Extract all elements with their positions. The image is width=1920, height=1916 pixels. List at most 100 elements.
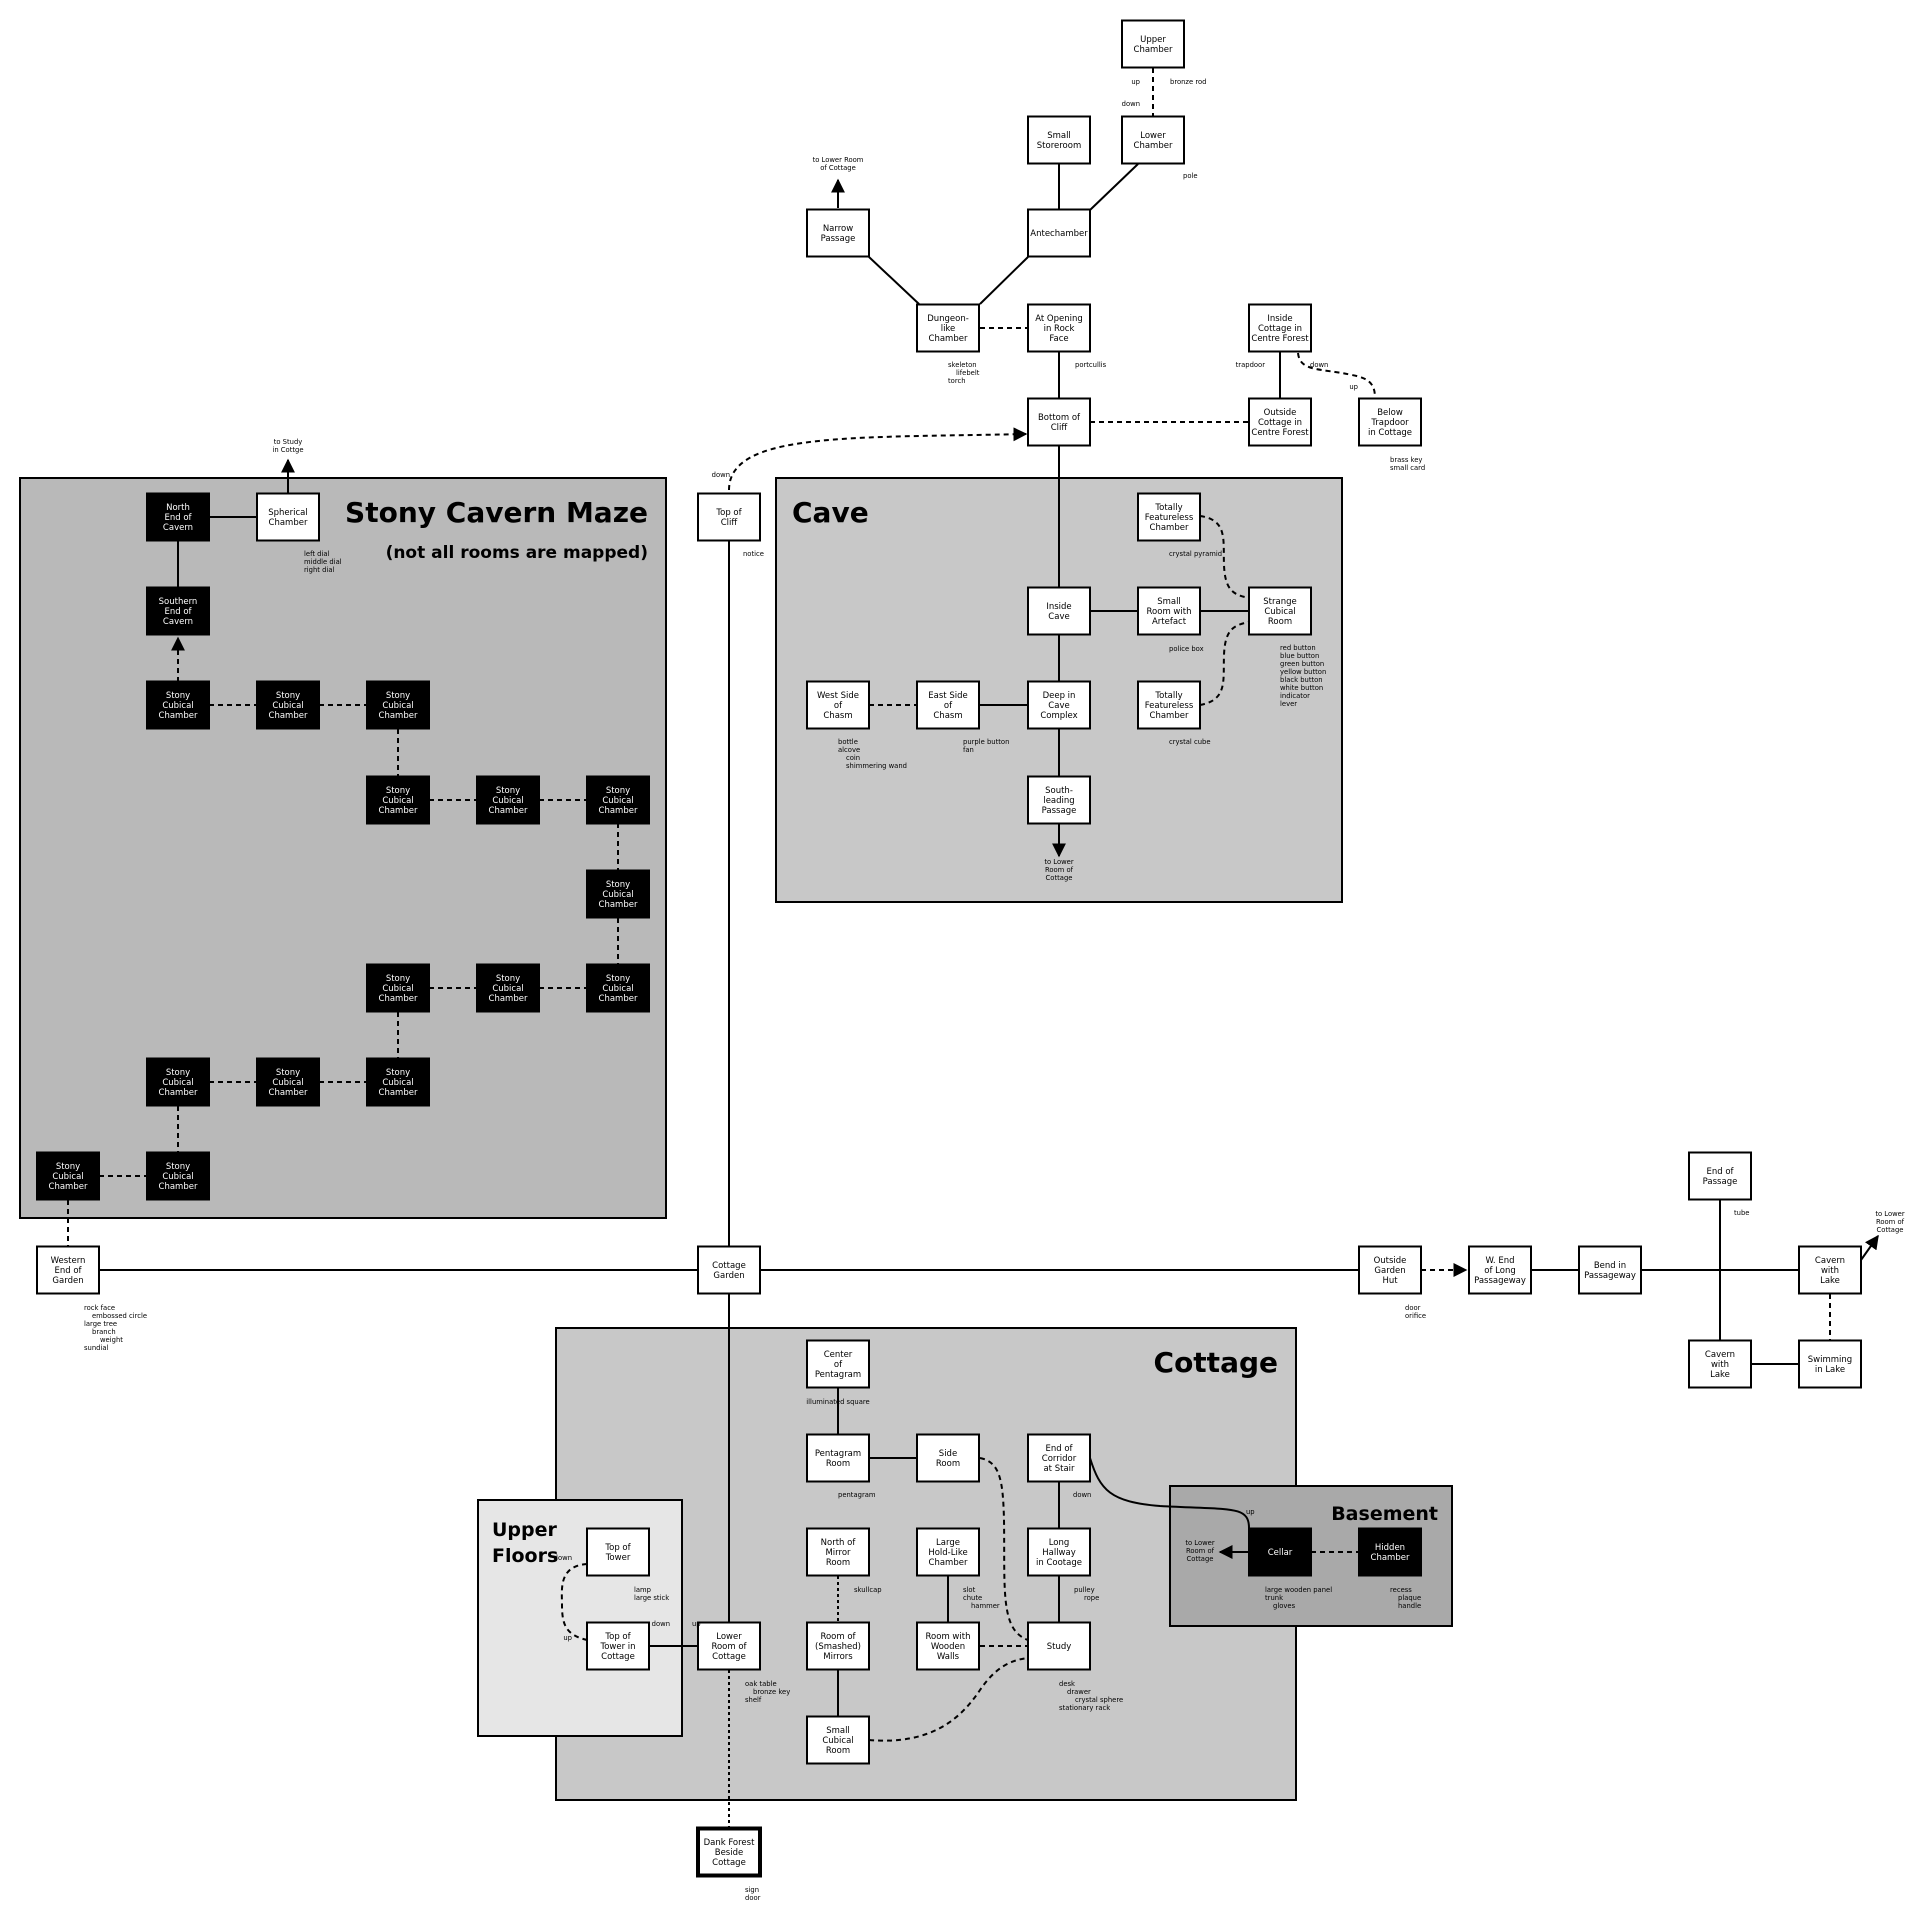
room-label: Chamber: [929, 334, 968, 344]
note-crystal-pyramid: crystal pyramid: [1169, 550, 1222, 558]
cottage-title: Cottage: [1154, 1346, 1278, 1379]
room-smashed-mirrors: Room of(Smashed)Mirrors: [806, 1621, 870, 1671]
note-skullcap: skullcap: [854, 1586, 882, 1594]
note-tube: tube: [1734, 1209, 1749, 1217]
note-to-lower-room-lake: Room of: [1876, 1218, 1905, 1226]
room-label: Garden: [713, 1271, 744, 1281]
connection: [1860, 1234, 1879, 1261]
room-cellar: Cellar: [1248, 1527, 1312, 1577]
room-label: Cubical: [162, 1078, 193, 1088]
note-recess: plaque: [1398, 1594, 1421, 1602]
note-down-5: down: [554, 1554, 572, 1562]
room-box: [1137, 680, 1201, 730]
room-label: Cavern: [163, 523, 193, 533]
connections: [67, 68, 1879, 1828]
room-label: Swimming: [1808, 1355, 1852, 1365]
room-box: [806, 1621, 870, 1671]
room-label: of: [834, 701, 843, 711]
room-box: [916, 1527, 980, 1577]
note-garden-items: weight: [100, 1336, 123, 1344]
room-label: Cubical: [382, 984, 413, 994]
room-label: Stony: [606, 974, 630, 984]
room-label: Chamber: [1150, 711, 1189, 721]
connection: [1199, 621, 1250, 706]
room-label: Centre Forest: [1251, 334, 1309, 344]
note-to-lower-room-top: of Cottage: [820, 164, 856, 172]
room-box: [1358, 1527, 1422, 1577]
room-label: Below: [1377, 408, 1403, 418]
note-notice: notice: [743, 550, 764, 558]
room-label: Cubical: [272, 1078, 303, 1088]
room-label: Storeroom: [1037, 141, 1081, 151]
room-label: Stony: [386, 786, 410, 796]
room-label: Cellar: [1268, 1548, 1293, 1558]
room-label: Chamber: [929, 1558, 968, 1568]
room-label: End of: [54, 1266, 82, 1276]
room-label: Cubical: [602, 796, 633, 806]
room-box: [806, 1339, 870, 1389]
room-label: Chasm: [933, 711, 962, 721]
room-label: Featureless: [1145, 513, 1194, 523]
room-label: Room of: [711, 1642, 747, 1652]
connection: [979, 1457, 1029, 1641]
room-label: End of: [164, 513, 192, 523]
room-label: Stony: [166, 1162, 190, 1172]
room-label: Room: [936, 1459, 960, 1469]
note-portcullis: portcullis: [1075, 361, 1107, 369]
room-label: of Long: [1484, 1266, 1515, 1276]
room-box: [1027, 586, 1091, 636]
room-label: leading: [1043, 796, 1074, 806]
room-label: Chamber: [1134, 141, 1173, 151]
room-box: [586, 869, 650, 919]
room-box: [916, 303, 980, 353]
room-box: [1027, 208, 1091, 258]
room-box: [476, 775, 540, 825]
room-box: [1468, 1245, 1532, 1295]
note-dials: right dial: [304, 566, 334, 574]
note-crystal-cube: crystal cube: [1169, 738, 1211, 746]
room-label: West Side: [817, 691, 859, 701]
room-label: in Cootage: [1036, 1558, 1082, 1568]
room-label: Cottage: [712, 1261, 746, 1271]
note-west-chasm-items: shimmering wand: [846, 762, 907, 770]
room-label: Western: [51, 1256, 86, 1266]
room-label: Cavern: [163, 617, 193, 627]
room-label: Cubical: [272, 701, 303, 711]
note-lower-room-items: shelf: [745, 1696, 762, 1704]
room-label: Chamber: [599, 994, 638, 1004]
room-box: [366, 680, 430, 730]
room-label: Cubical: [492, 984, 523, 994]
note-study-items: stationary rack: [1059, 1704, 1110, 1712]
room-box: [696, 1826, 762, 1878]
room-label: Cottage: [601, 1652, 635, 1662]
room-label: End of: [1045, 1444, 1073, 1454]
connection: [868, 256, 920, 305]
room-label: Cottage: [712, 1858, 746, 1868]
room-box: [36, 1151, 100, 1201]
note-down-1: down: [1122, 100, 1140, 108]
room-label: Artefact: [1152, 617, 1187, 627]
room-label: Narrow: [823, 224, 853, 234]
upper-floors-title-line2: Floors: [492, 1545, 558, 1567]
connection: [979, 256, 1029, 305]
room-label: Small: [1047, 131, 1071, 141]
room-label: Deep in: [1043, 691, 1076, 701]
note-to-lower-room-cave: to Lower: [1044, 858, 1074, 866]
